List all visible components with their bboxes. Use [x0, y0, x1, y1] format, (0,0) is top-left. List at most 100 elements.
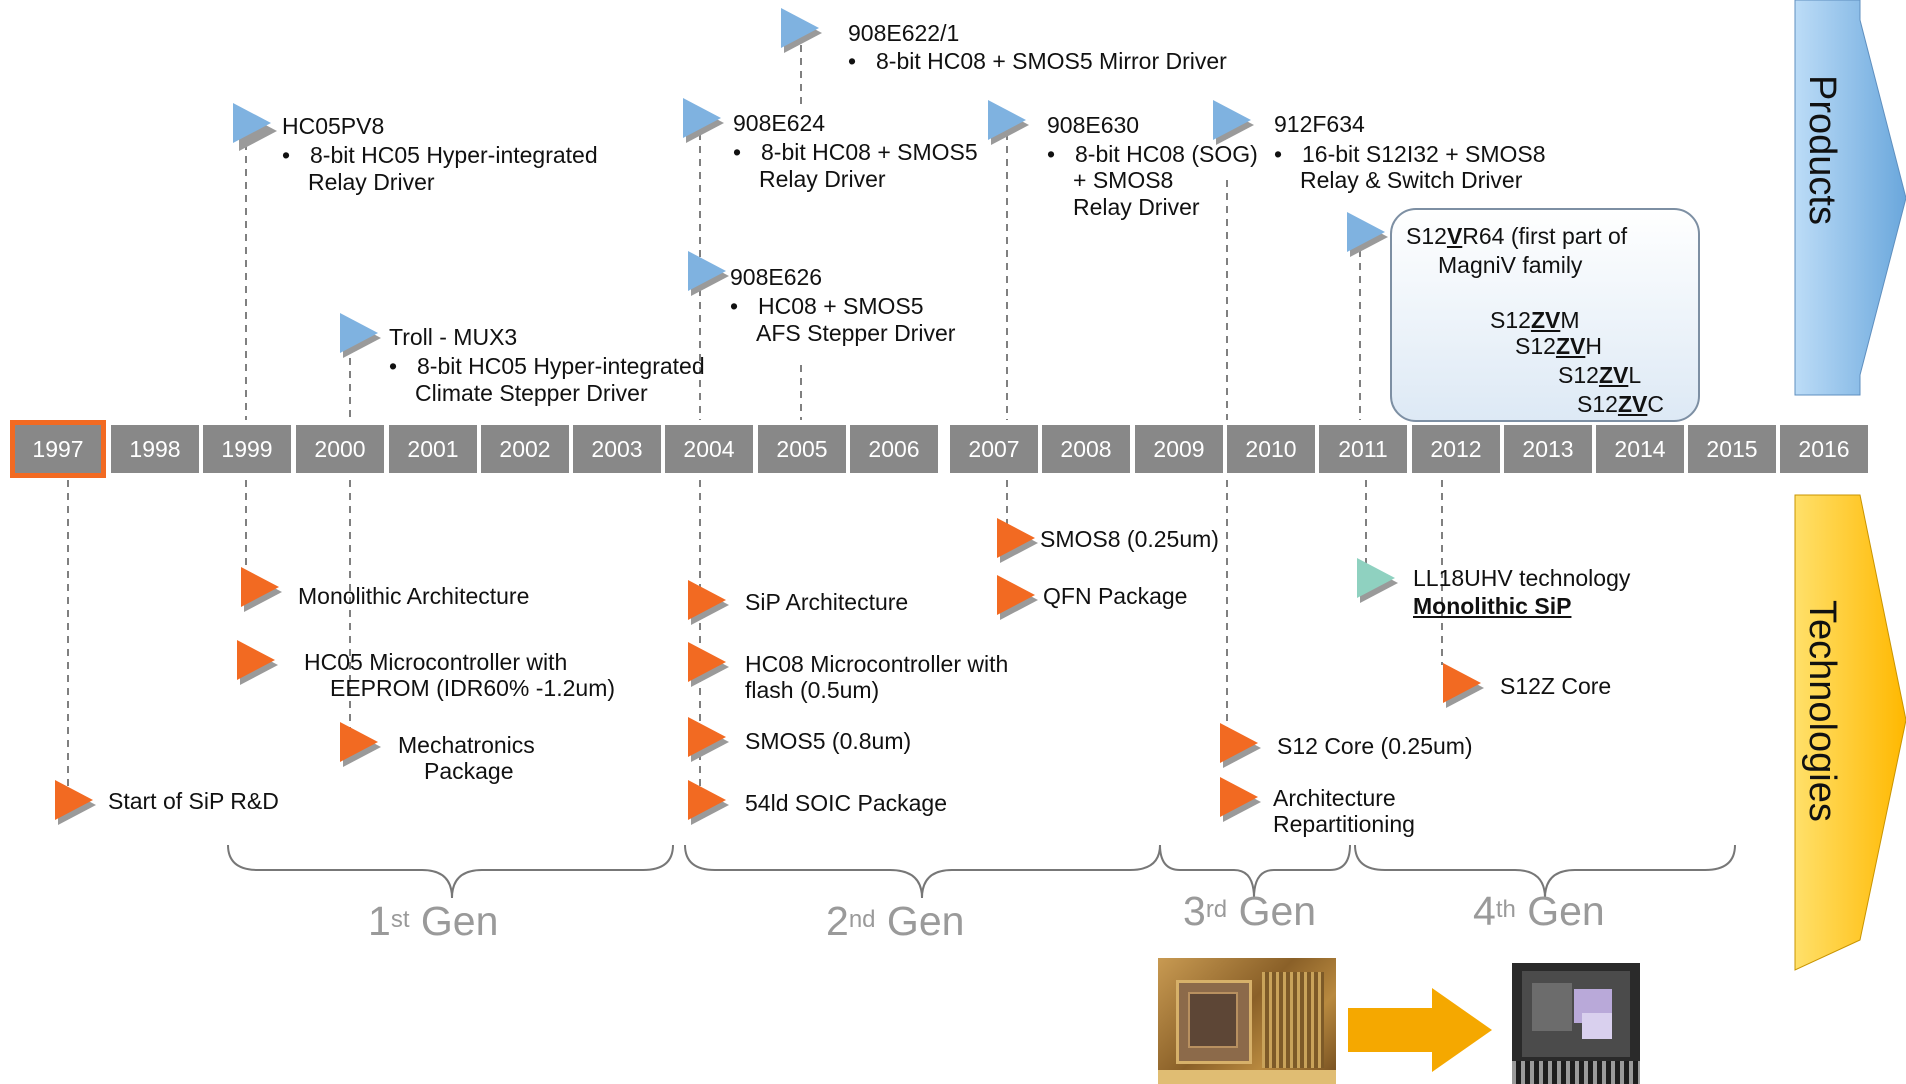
product-908e624-desc: •8-bit HC08 + SMOS5: [733, 139, 978, 165]
blue-triangle-icon: [340, 313, 381, 358]
product-912f634-name: 912F634: [1274, 111, 1365, 137]
year-2003: 2003: [573, 425, 661, 473]
orange-triangle-icon: [688, 780, 729, 825]
tech-hc05-line2: EEPROM (IDR60% -1.2um): [330, 675, 616, 701]
tech-hc05-line1: HC05 Microcontroller with: [304, 649, 568, 675]
product-908e630-desc-cont2: Relay Driver: [1073, 194, 1200, 220]
technologies-arrow-icon: [1794, 494, 1906, 971]
generation-braces: [227, 844, 1736, 899]
technologies-label: Technologies: [1801, 600, 1843, 822]
tech-ll18-line2: Monolithic SiP: [1413, 593, 1572, 619]
tech-monolithic: Monolithic Architecture: [298, 583, 530, 609]
gen-2-label: 2nd Gen: [826, 898, 965, 944]
product-s12zvc: S12ZVC: [1577, 391, 1664, 417]
product-troll-name: Troll - MUX3: [389, 324, 518, 350]
product-hc05pv8-desc-cont: Relay Driver: [308, 169, 435, 195]
product-908e624-name: 908E624: [733, 110, 826, 136]
product-908e630-desc-cont1: + SMOS8: [1073, 167, 1174, 193]
year-2012: 2012: [1412, 425, 1500, 473]
year-2001: 2001: [389, 425, 477, 473]
year-2016: 2016: [1780, 425, 1868, 473]
product-908e622-name: 908E622/1: [848, 20, 960, 46]
year-1998: 1998: [111, 425, 199, 473]
orange-triangle-icon: [688, 717, 729, 762]
year-2005: 2005: [758, 425, 846, 473]
year-2011: 2011: [1319, 425, 1407, 473]
year-2002: 2002: [481, 425, 569, 473]
blue-triangle-icon: [988, 100, 1029, 145]
product-troll-desc-cont: Climate Stepper Driver: [415, 380, 648, 406]
magniv-callout: [1390, 208, 1700, 422]
orange-triangle-icon: [340, 722, 381, 767]
tech-arch-line1: Architecture: [1273, 785, 1396, 811]
blue-triangle-icon: [683, 98, 724, 143]
product-s12vr64: S12VR64 (first part of: [1406, 223, 1628, 249]
gen-4-label: 4th Gen: [1473, 888, 1605, 934]
products-label: Products: [1801, 75, 1843, 225]
products-arrow-icon: [1794, 0, 1906, 396]
product-908e626-desc-cont: AFS Stepper Driver: [756, 320, 956, 346]
orange-triangle-icon: [1443, 663, 1484, 708]
year-2008: 2008: [1042, 425, 1130, 473]
tech-soic: 54ld SOIC Package: [745, 790, 948, 816]
teal-triangle-icon: [1357, 558, 1398, 603]
orange-triangle-icon: [237, 640, 278, 685]
tech-start-sip: Start of SiP R&D: [108, 788, 279, 814]
orange-triangle-icon: [688, 642, 729, 687]
tech-arch-line2: Repartitioning: [1273, 811, 1415, 837]
gen3-chip-photo: [1158, 958, 1336, 1084]
orange-triangle-icon: [55, 780, 96, 825]
product-908e622-desc: •8-bit HC08 + SMOS5 Mirror Driver: [848, 48, 1227, 74]
orange-triangle-icon: [997, 518, 1038, 563]
gen-3-label: 3rd Gen: [1183, 888, 1317, 934]
product-s12zvl: S12ZVL: [1558, 362, 1642, 388]
year-2000: 2000: [296, 425, 384, 473]
product-hc05pv8-name: HC05PV8: [282, 113, 385, 139]
product-s12zvh: S12ZVH: [1515, 333, 1602, 359]
blue-triangle-icon: [1213, 100, 1254, 145]
product-s12zvm: S12ZVM: [1490, 307, 1580, 333]
right-arrow-icon: [1348, 988, 1492, 1072]
product-908e626-desc: •HC08 + SMOS5: [730, 293, 924, 319]
tech-hc08-line2: flash (0.5um): [745, 677, 880, 703]
product-troll-desc: •8-bit HC05 Hyper-integrated: [389, 353, 705, 379]
product-912f634-desc: •16-bit S12I32 + SMOS8: [1274, 141, 1546, 167]
tech-smos8: SMOS8 (0.25um): [1040, 526, 1219, 552]
year-2004: 2004: [665, 425, 753, 473]
blue-triangle-icon: [781, 8, 822, 53]
product-908e630-name: 908E630: [1047, 112, 1140, 138]
tech-mecha-line1: Mechatronics: [398, 732, 535, 758]
gen-1-label: 1st Gen: [368, 898, 499, 944]
blue-triangle-icon: [688, 251, 729, 296]
year-2006: 2006: [850, 425, 938, 473]
orange-triangle-icon: [241, 567, 282, 612]
product-s12vr64-cont: MagniV family: [1438, 252, 1583, 278]
product-hc05pv8-desc: •8-bit HC05 Hyper-integrated: [282, 142, 598, 168]
tech-s12core: S12 Core (0.25um): [1277, 733, 1473, 759]
year-1997: 1997: [10, 420, 106, 478]
tech-hc08-line1: HC08 Microcontroller with: [745, 651, 1009, 677]
product-908e630-desc: •8-bit HC08 (SOG): [1047, 141, 1258, 167]
blue-triangle-icon: [1347, 212, 1388, 257]
tech-ll18-line1: LL18UHV technology: [1413, 565, 1631, 591]
year-2009: 2009: [1135, 425, 1223, 473]
product-912f634-desc-cont: Relay & Switch Driver: [1300, 167, 1523, 193]
orange-triangle-icon: [1220, 723, 1261, 768]
orange-triangle-icon: [997, 575, 1038, 620]
technology-markers: [55, 518, 1484, 825]
blue-triangle-icon: [233, 103, 277, 151]
orange-triangle-icon: [1220, 777, 1261, 822]
year-2007: 2007: [950, 425, 1038, 473]
year-2015: 2015: [1688, 425, 1776, 473]
year-2010: 2010: [1227, 425, 1315, 473]
tech-sip-arch: SiP Architecture: [745, 589, 909, 615]
product-908e626-name: 908E626: [730, 264, 823, 290]
orange-triangle-icon: [688, 580, 729, 625]
gen4-chip-photo: [1512, 963, 1640, 1084]
year-2013: 2013: [1504, 425, 1592, 473]
year-1999: 1999: [203, 425, 291, 473]
tech-s12z: S12Z Core: [1500, 673, 1612, 699]
tech-qfn: QFN Package: [1043, 583, 1188, 609]
